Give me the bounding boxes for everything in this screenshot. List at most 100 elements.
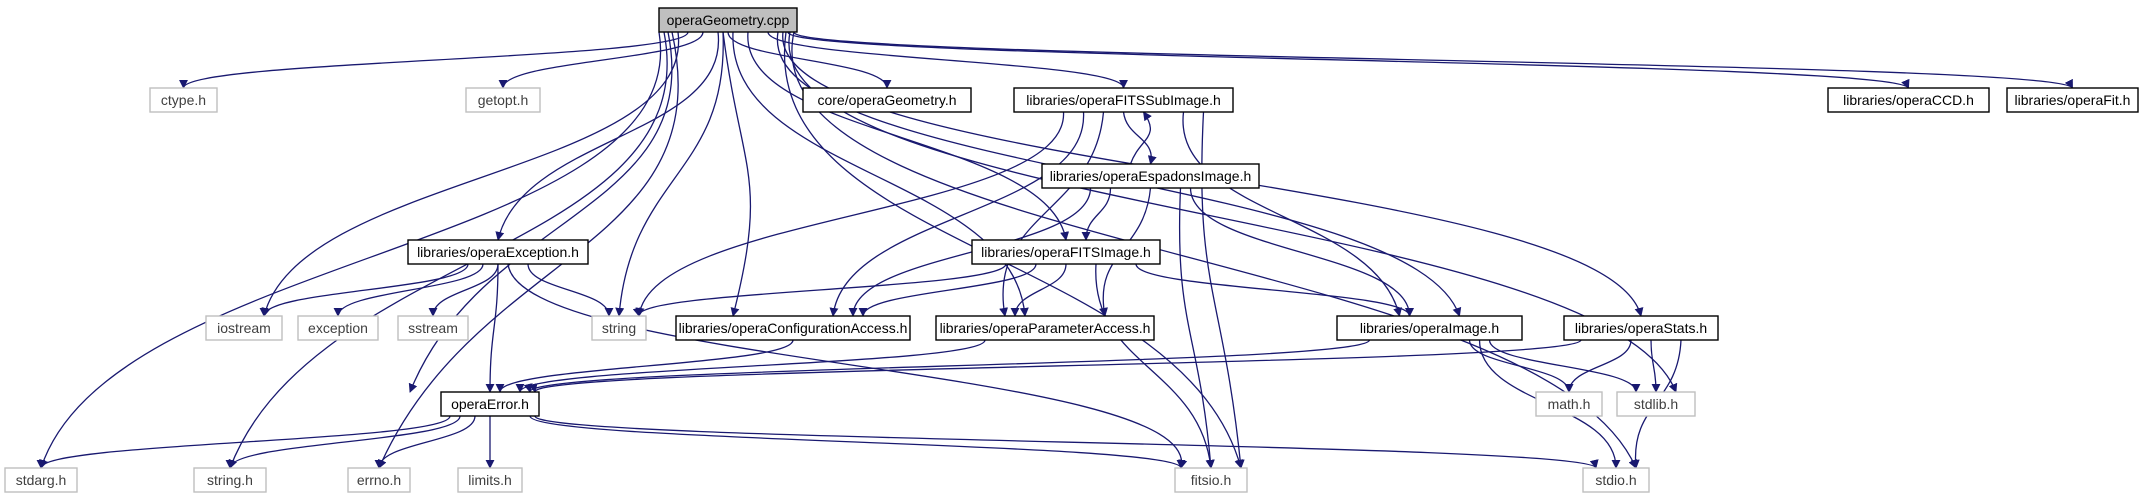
node-espadons[interactable]: libraries/operaEspadonsImage.h xyxy=(1041,163,1260,189)
node-stringh[interactable]: string.h xyxy=(193,467,267,493)
node-limits-box xyxy=(457,467,523,493)
node-stdio[interactable]: stdio.h xyxy=(1582,467,1650,493)
edge-error-to-fitsio xyxy=(529,415,1186,469)
edge-fitsimage-to-param xyxy=(1010,263,1067,317)
node-math-label: math.h xyxy=(1548,396,1591,412)
node-fitsimage[interactable]: libraries/operaFITSImage.h xyxy=(971,239,1161,265)
node-fit[interactable]: libraries/operaFit.h xyxy=(2006,87,2139,113)
node-fitssub[interactable]: libraries/operaFITSSubImage.h xyxy=(1013,87,1234,113)
node-exc[interactable]: exception xyxy=(297,315,379,341)
node-fitsio-label: fitsio.h xyxy=(1191,472,1231,488)
node-stdarg[interactable]: stdarg.h xyxy=(4,467,78,493)
edge-root-to-fit xyxy=(793,31,2074,89)
edge-exception-to-error xyxy=(485,263,499,393)
node-string[interactable]: string xyxy=(591,315,647,341)
node-errno[interactable]: errno.h xyxy=(347,467,411,493)
nodes: operaGeometry.cpp ctype.h getopt.h core/ope… xyxy=(4,7,2139,493)
node-exc-label: exception xyxy=(308,320,368,336)
node-fitsimage-label: libraries/operaFITSImage.h xyxy=(981,244,1151,260)
node-exception-label: libraries/operaException.h xyxy=(417,244,579,260)
node-string-label: string xyxy=(602,320,636,336)
edge-root-to-ccd xyxy=(787,31,1910,89)
node-param[interactable]: libraries/operaParameterAccess.h xyxy=(935,315,1155,341)
node-limits-label: limits.h xyxy=(468,472,512,488)
edge-root-to-fitsimage xyxy=(747,31,1070,241)
node-ctype-box xyxy=(149,87,218,113)
edge-fitssub-to-string xyxy=(635,111,1065,317)
node-fitsio[interactable]: fitsio.h xyxy=(1174,467,1248,493)
node-getopt[interactable]: getopt.h xyxy=(465,87,541,113)
node-sstream-label: sstream xyxy=(408,320,458,336)
node-stats[interactable]: libraries/operaStats.h xyxy=(1563,315,1719,341)
edge-stats-to-stdlib xyxy=(1650,339,1661,393)
edge-exception-to-iostream xyxy=(259,263,469,317)
node-stringh-label: string.h xyxy=(207,472,253,488)
node-core_geom[interactable]: core/operaGeometry.h xyxy=(802,87,972,113)
edge-fitsimage-to-image xyxy=(1135,263,1414,317)
edge-config-to-error xyxy=(495,339,794,393)
node-config[interactable]: libraries/operaConfigurationAccess.h xyxy=(675,315,911,341)
node-fit-box xyxy=(2006,87,2139,113)
node-fit-label: libraries/operaFit.h xyxy=(2015,92,2131,108)
edge-root-to-stdarg xyxy=(39,31,662,469)
node-config-label: libraries/operaConfigurationAccess.h xyxy=(679,320,908,336)
node-stats-label: libraries/operaStats.h xyxy=(1575,320,1707,336)
edge-root-to-stdio xyxy=(791,31,1637,469)
node-stdlib-box xyxy=(1616,391,1696,417)
edge-error-to-stdio xyxy=(534,415,1599,469)
node-ccd-label: libraries/operaCCD.h xyxy=(1843,92,1974,108)
edge-error-to-stdarg xyxy=(36,415,451,469)
node-stdlib[interactable]: stdlib.h xyxy=(1616,391,1696,417)
node-fitssub-label: libraries/operaFITSSubImage.h xyxy=(1026,92,1221,108)
node-error-label: operaError.h xyxy=(451,396,529,412)
node-iostream-label: iostream xyxy=(217,320,271,336)
edge-stats-to-math xyxy=(1564,339,1632,393)
edge-root-to-core_geom xyxy=(727,31,892,89)
node-ccd-box xyxy=(1827,87,1990,113)
node-param-box xyxy=(935,315,1155,341)
edge-image-to-error xyxy=(524,339,1371,393)
node-root[interactable]: operaGeometry.cpp xyxy=(658,7,798,33)
node-config-box xyxy=(675,315,911,341)
node-core_geom-label: core/operaGeometry.h xyxy=(817,92,956,108)
edge-root-to-getopt xyxy=(498,31,704,89)
node-getopt-label: getopt.h xyxy=(478,92,529,108)
node-limits[interactable]: limits.h xyxy=(457,467,523,493)
node-core_geom-box xyxy=(802,87,972,113)
node-string-box xyxy=(591,315,647,341)
edge-root-to-exception xyxy=(495,31,719,241)
edge-error-to-errno xyxy=(374,415,476,469)
node-fitssub-box xyxy=(1013,87,1234,113)
node-sstream[interactable]: sstream xyxy=(397,315,469,341)
node-error[interactable]: operaError.h xyxy=(440,391,540,417)
edge-error-to-stringh xyxy=(225,415,461,469)
node-errno-box xyxy=(347,467,411,493)
node-param-label: libraries/operaParameterAccess.h xyxy=(940,320,1151,336)
node-sstream-box xyxy=(397,315,469,341)
edge-root-to-string xyxy=(615,31,724,317)
node-stats-box xyxy=(1563,315,1719,341)
node-ctype-label: ctype.h xyxy=(161,92,206,108)
edge-fitsimage-to-config xyxy=(858,263,1037,317)
edge-root-to-iostream xyxy=(261,31,679,317)
node-fitsimage-box xyxy=(971,239,1161,265)
node-image-label: libraries/operaImage.h xyxy=(1360,320,1499,336)
node-stdarg-label: stdarg.h xyxy=(16,472,67,488)
node-iostream[interactable]: iostream xyxy=(205,315,283,341)
node-image[interactable]: libraries/operaImage.h xyxy=(1336,315,1523,341)
edge-fitssub-to-image xyxy=(1182,111,1403,317)
edge-image-to-math xyxy=(1468,339,1574,393)
node-math-box xyxy=(1535,391,1603,417)
node-ctype[interactable]: ctype.h xyxy=(149,87,218,113)
node-ccd[interactable]: libraries/operaCCD.h xyxy=(1827,87,1990,113)
node-root-label: operaGeometry.cpp xyxy=(667,12,790,28)
node-exception[interactable]: libraries/operaException.h xyxy=(407,239,589,265)
edge-root-to-ctype xyxy=(179,31,689,89)
edge-image-to-stdlib xyxy=(1488,339,1641,393)
edge-exception-to-string xyxy=(527,263,614,317)
edge-exception-to-fitsio xyxy=(507,263,1188,469)
node-math[interactable]: math.h xyxy=(1535,391,1603,417)
edge-espadons-to-image xyxy=(1189,187,1414,317)
node-stdio-box xyxy=(1582,467,1650,493)
